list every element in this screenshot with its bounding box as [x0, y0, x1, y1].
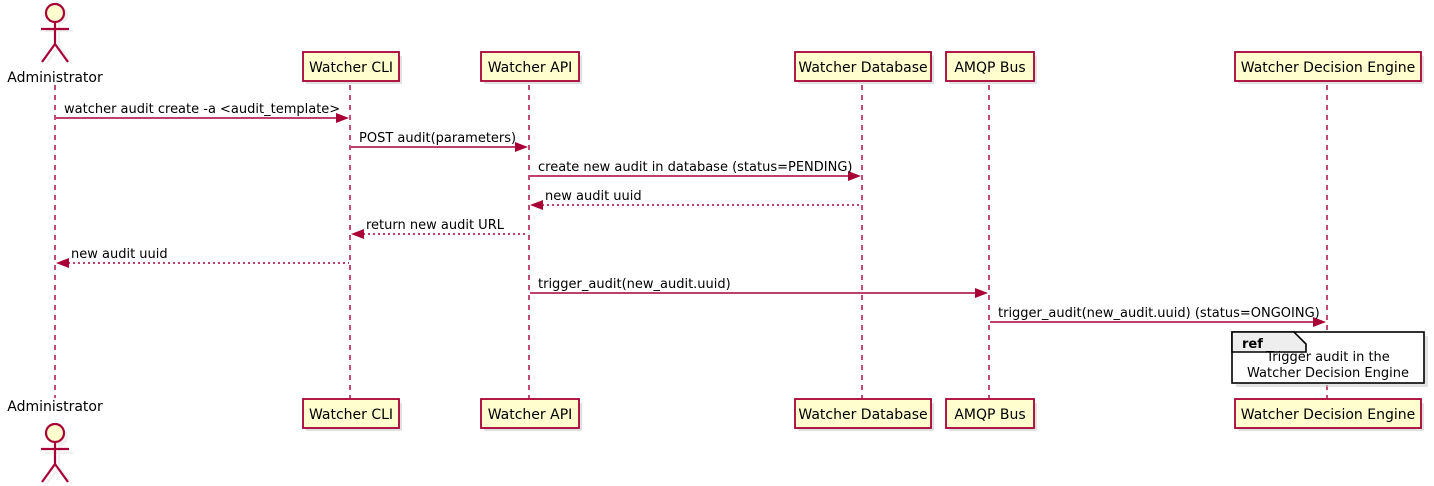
- message-1[interactable]: watcher audit create -a <audit_template>: [56, 102, 349, 123]
- message-2[interactable]: POST audit(parameters): [351, 131, 528, 152]
- participants-bottom: Watcher CLI Watcher API Watcher Database…: [302, 398, 1422, 429]
- message-label-2: POST audit(parameters): [359, 131, 516, 146]
- ref-body-line-1: Trigger audit in the: [1265, 350, 1390, 365]
- participant-label-watcher-decision-engine: Watcher Decision Engine: [1241, 60, 1415, 76]
- participant-label-watcher-api: Watcher API: [488, 60, 573, 76]
- message-label-6: new audit uuid: [71, 247, 168, 262]
- participant-box-amqp-bus[interactable]: AMQP Bus: [945, 51, 1035, 82]
- participant-label-watcher-cli: Watcher CLI: [309, 60, 393, 76]
- messages-layer: watcher audit create -a <audit_template>…: [56, 102, 1326, 327]
- message-label-8: trigger_audit(new_audit.uuid) (status=ON…: [998, 306, 1320, 321]
- participant-label-bottom-watcher-api: Watcher API: [488, 407, 573, 423]
- participant-box-bottom-watcher-api[interactable]: Watcher API: [480, 398, 580, 429]
- participant-label-amqp-bus: AMQP Bus: [954, 60, 1025, 76]
- participant-box-bottom-watcher-database[interactable]: Watcher Database: [794, 398, 932, 429]
- actor-administrator-top[interactable]: Administrator: [7, 2, 103, 86]
- message-label-7: trigger_audit(new_audit.uuid): [538, 277, 731, 292]
- participant-box-watcher-cli[interactable]: Watcher CLI: [302, 51, 400, 82]
- message-5[interactable]: return new audit URL: [351, 218, 528, 239]
- actor-label-administrator-bottom: Administrator: [7, 399, 103, 415]
- participant-label-watcher-database: Watcher Database: [798, 60, 927, 76]
- ref-body-line-2: Watcher Decision Engine: [1247, 366, 1409, 381]
- message-label-4: new audit uuid: [545, 189, 642, 204]
- actor-administrator-bottom[interactable]: Administrator: [7, 399, 103, 483]
- message-8[interactable]: trigger_audit(new_audit.uuid) (status=ON…: [990, 306, 1326, 327]
- participants-top: Watcher CLI Watcher API Watcher Database…: [302, 51, 1422, 82]
- actor-label-administrator-top: Administrator: [7, 70, 103, 86]
- ref-fragment[interactable]: ref Trigger audit in the Watcher Decisio…: [1231, 331, 1428, 387]
- participant-box-watcher-database[interactable]: Watcher Database: [794, 51, 932, 82]
- message-label-5: return new audit URL: [366, 218, 505, 233]
- ref-tab-shape: [1231, 331, 1307, 353]
- participant-box-bottom-watcher-cli[interactable]: Watcher CLI: [302, 398, 400, 429]
- message-label-1: watcher audit create -a <audit_template>: [64, 102, 340, 117]
- participant-box-bottom-amqp-bus[interactable]: AMQP Bus: [945, 398, 1035, 429]
- message-6[interactable]: new audit uuid: [56, 247, 349, 268]
- message-7[interactable]: trigger_audit(new_audit.uuid): [530, 277, 988, 298]
- message-label-3: create new audit in database (status=PEN…: [538, 160, 853, 175]
- box-shadows-layer: [45, 6, 1424, 485]
- lifelines-layer: [54, 85, 1328, 398]
- ref-tab-label: ref: [1242, 337, 1263, 352]
- participant-label-bottom-watcher-database: Watcher Database: [798, 407, 927, 423]
- participant-box-watcher-api[interactable]: Watcher API: [480, 51, 580, 82]
- participant-label-bottom-watcher-cli: Watcher CLI: [309, 407, 393, 423]
- message-4[interactable]: new audit uuid: [530, 189, 861, 210]
- message-3[interactable]: create new audit in database (status=PEN…: [530, 160, 861, 181]
- participant-box-bottom-watcher-decision-engine[interactable]: Watcher Decision Engine: [1234, 398, 1422, 429]
- participant-label-bottom-watcher-decision-engine: Watcher Decision Engine: [1241, 407, 1415, 423]
- participant-label-bottom-amqp-bus: AMQP Bus: [954, 407, 1025, 423]
- participant-box-watcher-decision-engine[interactable]: Watcher Decision Engine: [1234, 51, 1422, 82]
